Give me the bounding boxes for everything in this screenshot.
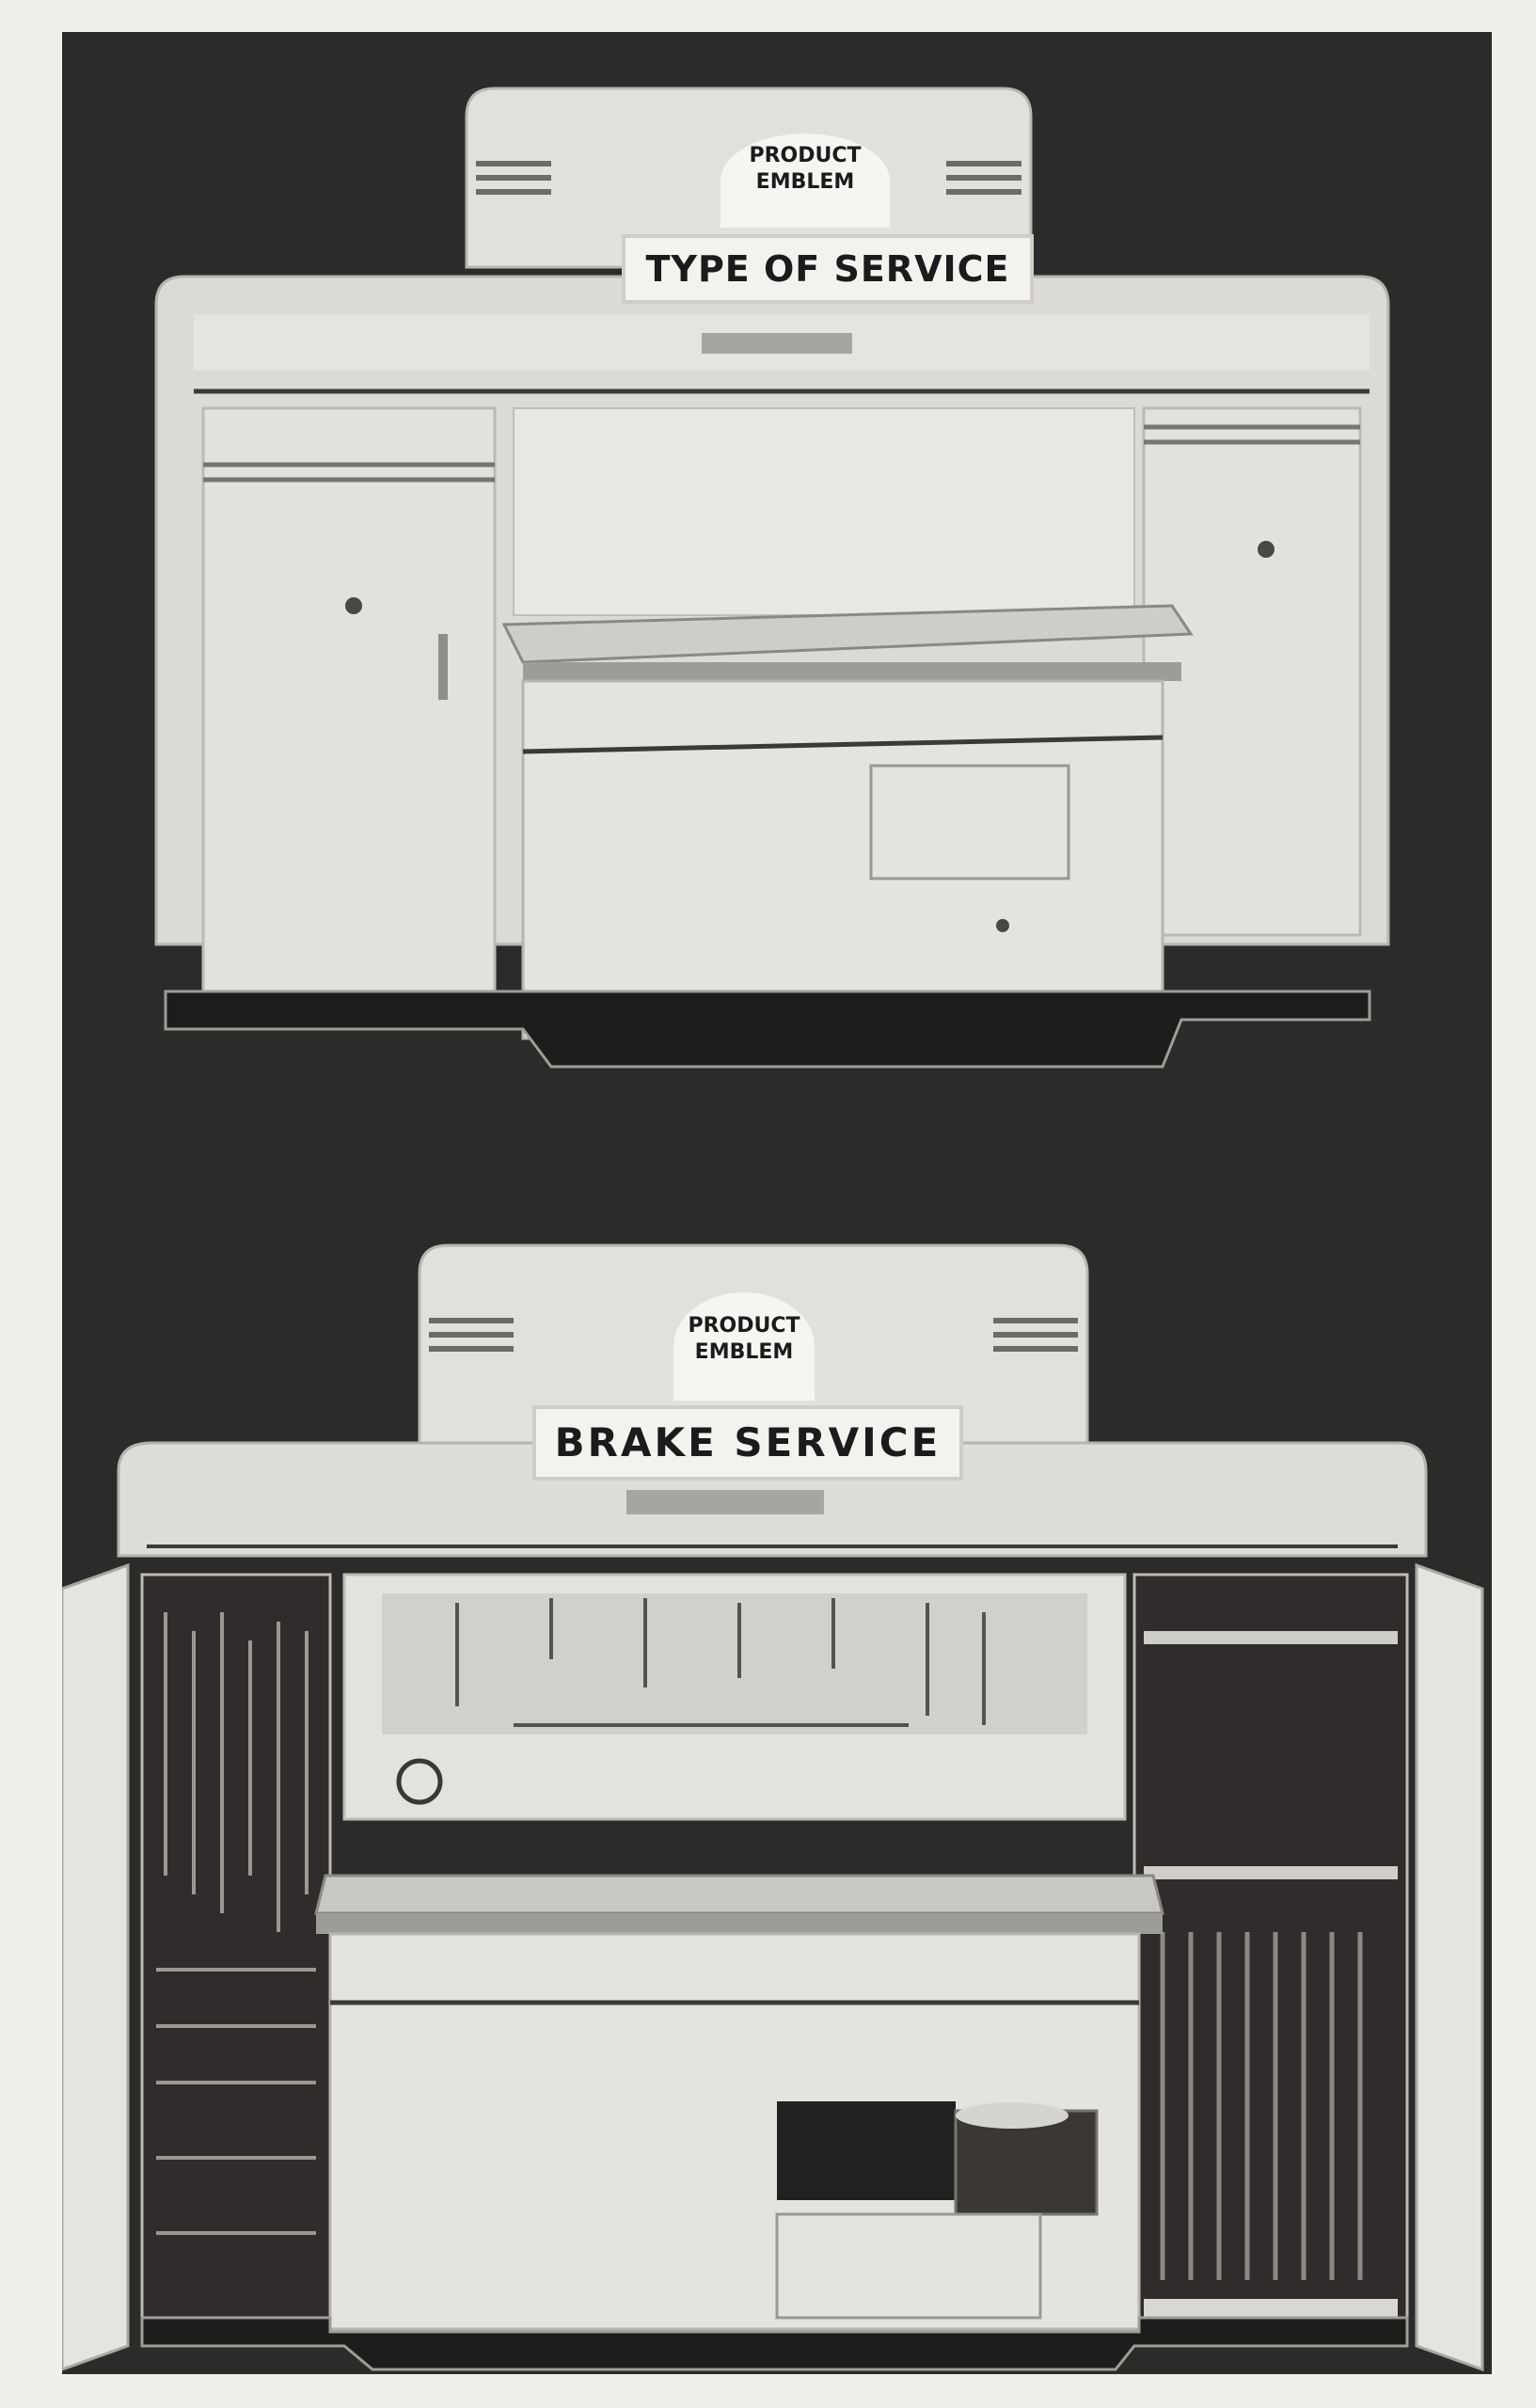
- product-emblem: PRODUCT EMBLEM: [720, 134, 890, 228]
- brake-service-sign: BRAKE SERVICE: [532, 1405, 963, 1481]
- cabinet-open-drawing: [62, 1244, 1484, 2372]
- type-of-service-sign: TYPE OF SERVICE: [622, 234, 1034, 304]
- cabinet-closed-photo: PRODUCT EMBLEM TYPE OF SERVICE: [62, 51, 1492, 1198]
- photo-plate: PRODUCT EMBLEM TYPE OF SERVICE: [62, 32, 1492, 2374]
- cabinet-closed-drawing: [154, 87, 1390, 1069]
- cabinet-open-photo: PRODUCT EMBLEM BRAKE SERVICE: [62, 1217, 1492, 2374]
- product-emblem: PRODUCT EMBLEM: [673, 1292, 815, 1401]
